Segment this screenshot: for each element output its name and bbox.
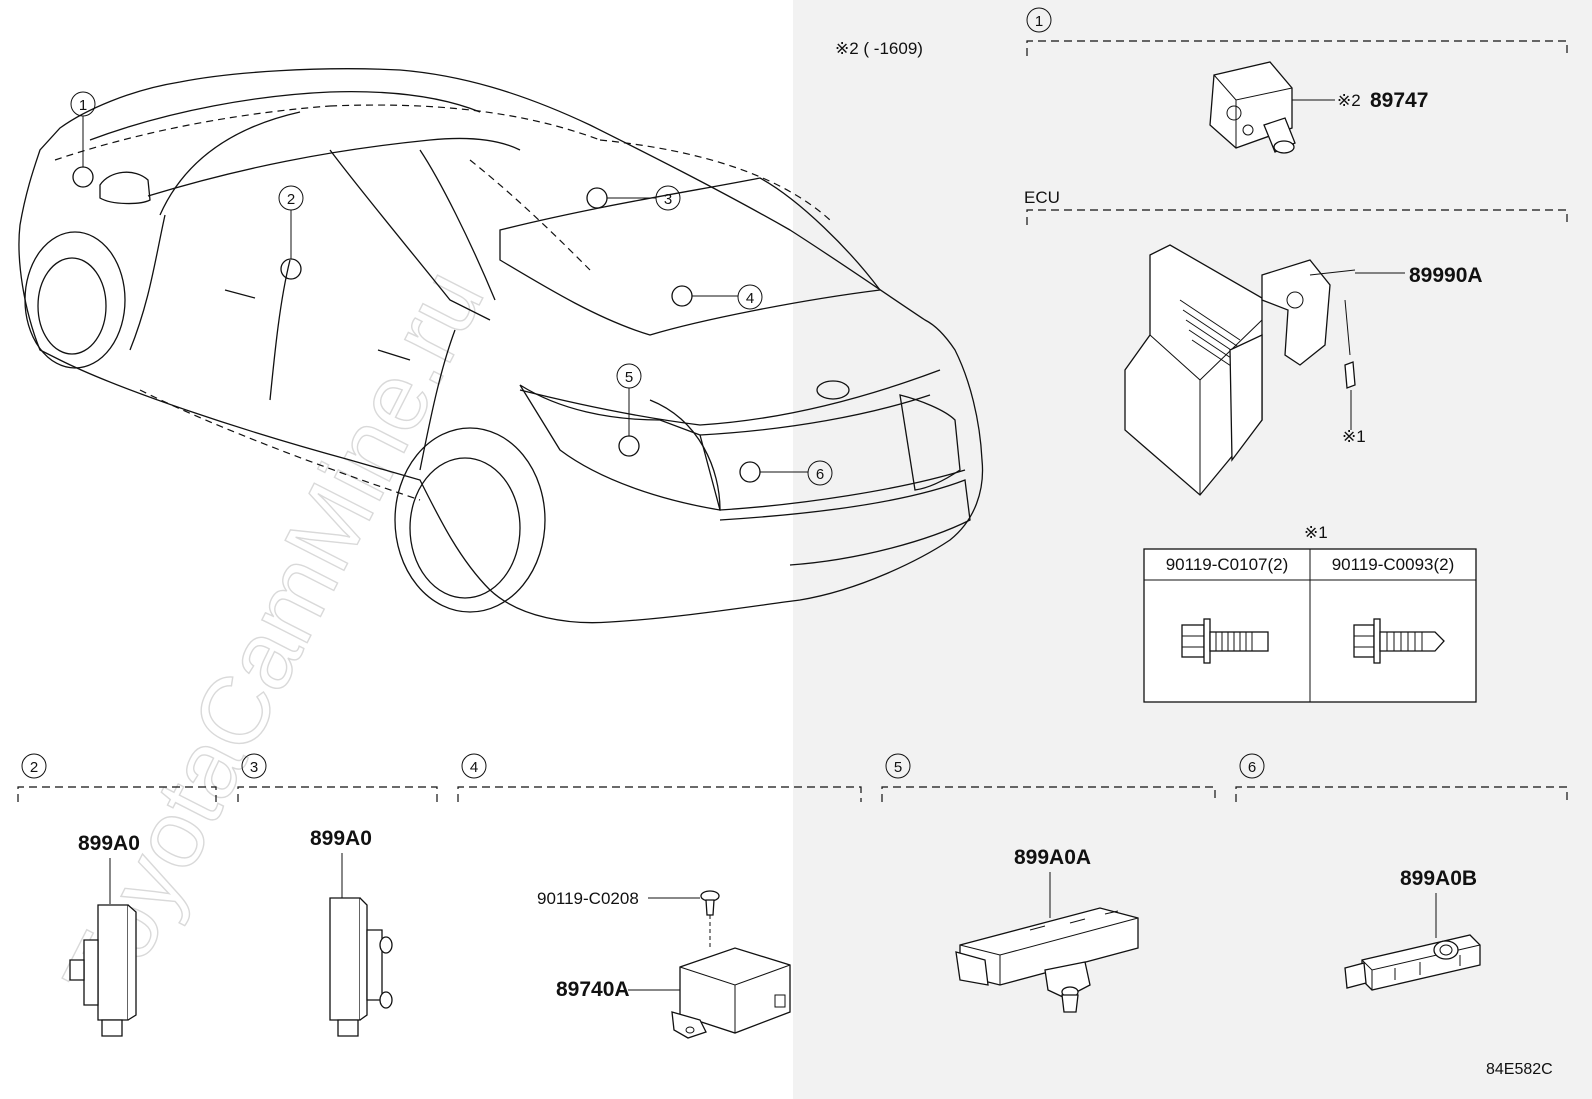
bolt-90119-C0107-illustration — [1181, 618, 1269, 664]
svg-text:※1: ※1 — [1342, 427, 1366, 446]
sensor-899A0B-illustration — [1344, 934, 1481, 991]
diagram-code: 84E582C — [1486, 1061, 1553, 1078]
svg-text:6: 6 — [1248, 759, 1256, 776]
part-number-89990A: 89990A — [1409, 264, 1483, 287]
callout-4-marker — [671, 285, 693, 307]
callout-6-marker — [739, 461, 761, 483]
callout-2-marker — [280, 258, 302, 280]
section-ecu: ECU 89990A ※1 — [1024, 188, 1568, 496]
svg-text:4: 4 — [470, 759, 478, 776]
legend-note-2: ※2 ( -1609) — [835, 39, 923, 58]
fastener-header-1: 90119-C0107(2) — [1166, 555, 1289, 574]
svg-text:6: 6 — [816, 466, 824, 483]
svg-text:4: 4 — [746, 290, 754, 307]
section-6: 6 899A0B — [1235, 753, 1568, 991]
part-number-89747: 89747 — [1370, 89, 1428, 112]
fastener-header-2: 90119-C0093(2) — [1332, 555, 1455, 574]
svg-text:3: 3 — [664, 191, 672, 208]
fastener-table: ※1 90119-C0107(2) 90119-C0093(2) — [1143, 523, 1477, 703]
sensor-899A0A-illustration — [955, 907, 1139, 1013]
part-number-90119-C0208: 90119-C0208 — [537, 889, 639, 908]
svg-text:2: 2 — [287, 191, 295, 208]
svg-text:5: 5 — [625, 369, 633, 386]
bolt-90119-C0093-illustration — [1353, 618, 1445, 664]
svg-text:2: 2 — [30, 759, 38, 776]
svg-text:5: 5 — [894, 759, 902, 776]
part-number-899A0B: 899A0B — [1400, 867, 1477, 890]
ecu-title: ECU — [1024, 188, 1060, 207]
section-1: 1 ※2 89747 — [1026, 7, 1568, 154]
callout-3-marker — [586, 187, 608, 209]
car-callouts: 1 2 3 4 5 6 — [70, 91, 833, 486]
module-89740A-illustration — [671, 947, 791, 1039]
ecu-unit-illustration — [1124, 244, 1356, 496]
svg-text:1: 1 — [1035, 13, 1043, 30]
svg-text:1: 1 — [79, 97, 87, 114]
car-illustration — [18, 68, 984, 624]
part-number-89740A: 89740A — [556, 978, 630, 1001]
svg-text:※2: ※2 — [1337, 91, 1361, 110]
bolt-90119-C0208-illustration — [700, 890, 720, 916]
section-3: 3 899A0 — [237, 753, 438, 1037]
part-number-899A0-right: 899A0 — [310, 827, 372, 850]
connector-89747-illustration — [1209, 61, 1296, 154]
svg-text:3: 3 — [250, 759, 258, 776]
part-number-899A0A: 899A0A — [1014, 846, 1091, 869]
section-2: 2 899A0 — [17, 753, 217, 1037]
callout-1-marker — [72, 166, 94, 188]
sensor-899A0-illustration-2 — [329, 897, 393, 1037]
svg-text:※1: ※1 — [1304, 523, 1328, 542]
section-4: 4 90119-C0208 89740A — [457, 753, 862, 1039]
part-number-899A0-left: 899A0 — [78, 832, 140, 855]
sensor-899A0-illustration-1 — [69, 904, 137, 1037]
callout-5-marker — [618, 435, 640, 457]
section-5: 5 899A0A — [881, 753, 1216, 1013]
